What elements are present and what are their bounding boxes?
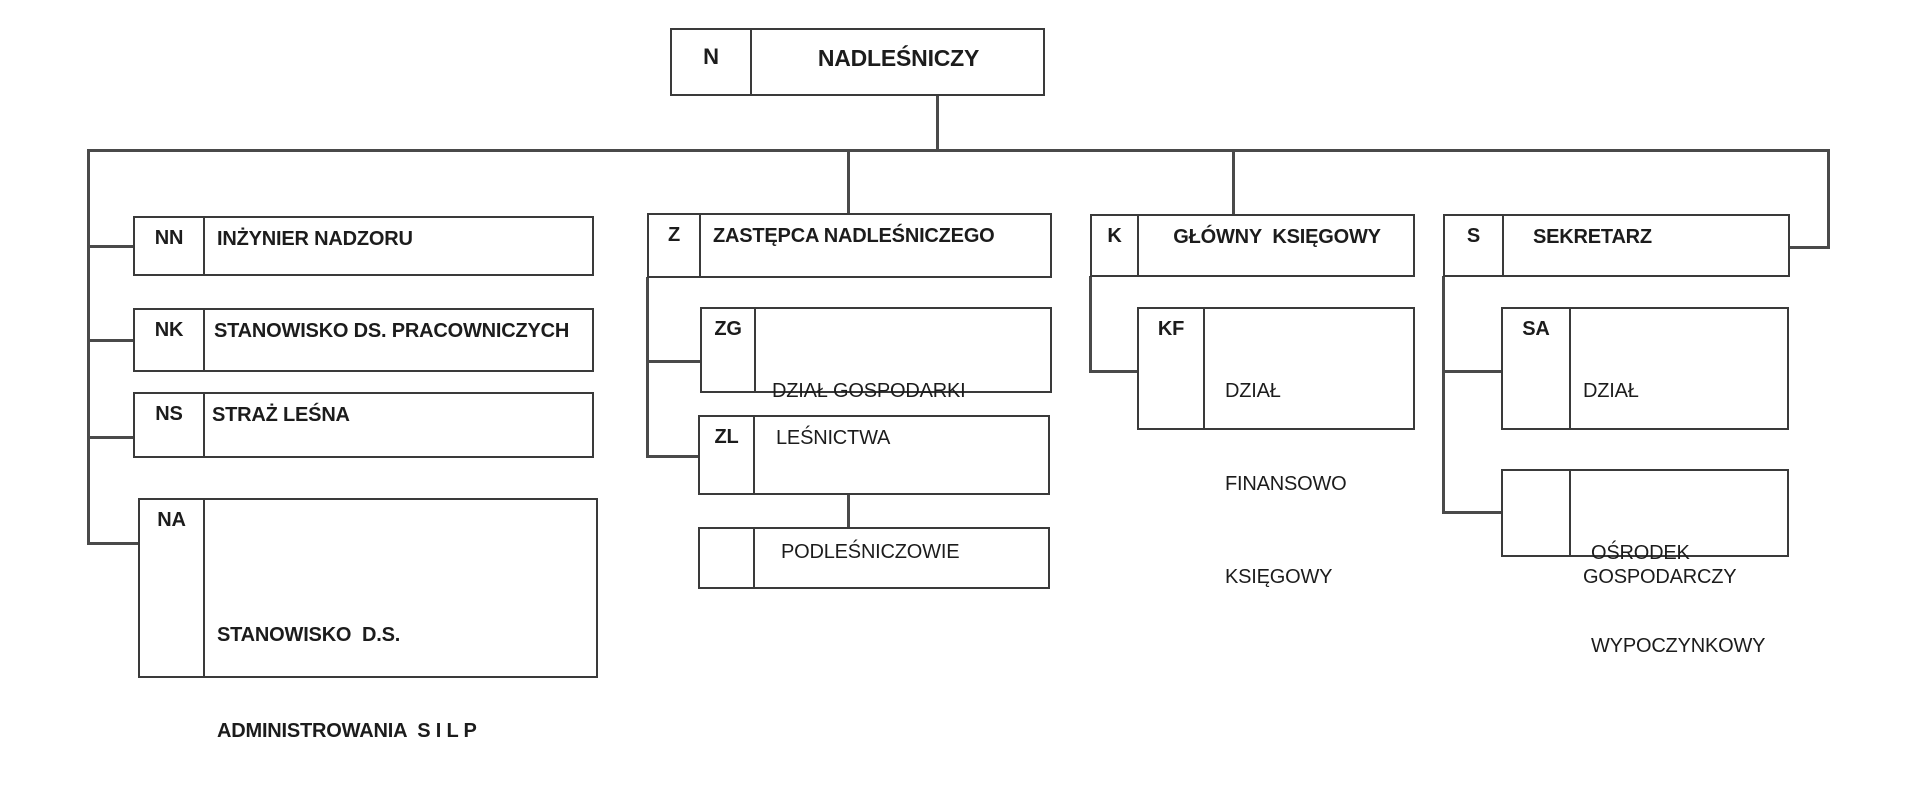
connector-stub-na [87, 542, 140, 545]
org-node-zg: ZG DZIAŁ GOSPODARKI LEŚNEJ [700, 307, 1052, 495]
org-node-nn-label: INŻYNIER NADZORU [217, 228, 413, 250]
org-node-n-label: NADLEŚNICZY [817, 45, 980, 71]
org-node-s: S SEKRETARZ [1443, 214, 1790, 277]
org-node-zl-label: LEŚNICTWA [776, 427, 891, 449]
connector-s-hook [1789, 246, 1830, 249]
org-node-z-label: ZASTĘPCA NADLEŚNICZEGO [713, 225, 995, 247]
org-node-ns-code: NS [135, 394, 205, 456]
org-node-zg-label: DZIAŁ GOSPODARKI LEŚNEJ [772, 380, 966, 495]
org-node-kf-label: DZIAŁ FINANSOWO KSIĘGOWY [1225, 380, 1347, 588]
org-node-nk-code: NK [135, 310, 205, 370]
connector-stub-zl [646, 455, 700, 458]
connector-stub-zg [646, 360, 702, 363]
org-node-osrodek: OŚRODEK WYPOCZYNKOWY [1501, 469, 1789, 657]
connector-k-trunk [1089, 276, 1092, 373]
org-node-podlesniczowie-code [700, 529, 755, 587]
connector-stub-ow [1442, 511, 1503, 514]
connector-k-drop [1232, 149, 1235, 216]
connector-z-trunk [646, 277, 649, 458]
org-node-zg-code: ZG [702, 309, 756, 391]
connector-stub-sa [1442, 370, 1503, 373]
connector-s-right-drop [1827, 149, 1830, 249]
org-node-nk: NK STANOWISKO DS. PRACOWNICZYCH [133, 308, 594, 372]
org-node-nk-label: STANOWISKO DS. PRACOWNICZYCH [214, 320, 570, 342]
org-node-ns: NS STRAŻ LEŚNA [133, 392, 594, 458]
org-node-sa: SA DZIAŁ ADMINISTRACYJNO GOSPODARCZY [1501, 307, 1789, 588]
connector-root-drop [936, 95, 939, 152]
org-node-s-label: SEKRETARZ [1533, 226, 1652, 248]
org-node-na-label: STANOWISKO D.S. ADMINISTROWANIA S I L P … [205, 500, 596, 742]
org-node-podlesniczowie-label: PODLEŚNICZOWIE [781, 541, 960, 563]
org-node-n: N NADLEŚNICZY [670, 28, 1045, 96]
connector-main-spine [87, 149, 1830, 152]
org-node-s-code: S [1445, 216, 1504, 275]
org-node-zl-code: ZL [700, 417, 755, 493]
org-node-k-code: K [1092, 216, 1139, 275]
org-node-na-code: NA [140, 500, 205, 676]
org-node-na: NA STANOWISKO D.S. ADMINISTROWANIA S I L… [138, 498, 598, 742]
connector-z-drop [847, 149, 850, 215]
org-node-podlesniczowie: PODLEŚNICZOWIE [698, 527, 1050, 589]
org-node-kf-code: KF [1139, 309, 1205, 428]
org-node-z-code: Z [649, 215, 701, 276]
org-node-n-code: N [672, 30, 752, 94]
connector-s-trunk [1442, 276, 1445, 514]
connector-stub-ns [87, 436, 135, 439]
org-node-kf: KF DZIAŁ FINANSOWO KSIĘGOWY [1137, 307, 1415, 588]
org-node-ns-label: STRAŻ LEŚNA [212, 404, 350, 426]
connector-left-trunk [87, 149, 90, 545]
org-node-sa-code: SA [1503, 309, 1571, 428]
connector-zl-pod [847, 494, 850, 529]
connector-stub-nn [87, 245, 135, 248]
org-node-na-title: STANOWISKO D.S. ADMINISTROWANIA S I L P [217, 624, 477, 742]
org-node-z: Z ZASTĘPCA NADLEŚNICZEGO [647, 213, 1052, 278]
org-node-sa-label: DZIAŁ ADMINISTRACYJNO GOSPODARCZY [1583, 380, 1771, 588]
connector-stub-kf [1089, 370, 1139, 373]
org-node-nn-code: NN [135, 218, 205, 274]
org-node-k-label: GŁÓWNY KSIĘGOWY [1173, 226, 1381, 248]
org-node-osrodek-code [1503, 471, 1571, 555]
connector-stub-nk [87, 339, 135, 342]
org-node-k: K GŁÓWNY KSIĘGOWY [1090, 214, 1415, 277]
org-node-osrodek-label: OŚRODEK WYPOCZYNKOWY [1591, 542, 1766, 657]
org-node-nn: NN INŻYNIER NADZORU [133, 216, 594, 276]
org-node-zl: ZL LEŚNICTWA [698, 415, 1050, 495]
